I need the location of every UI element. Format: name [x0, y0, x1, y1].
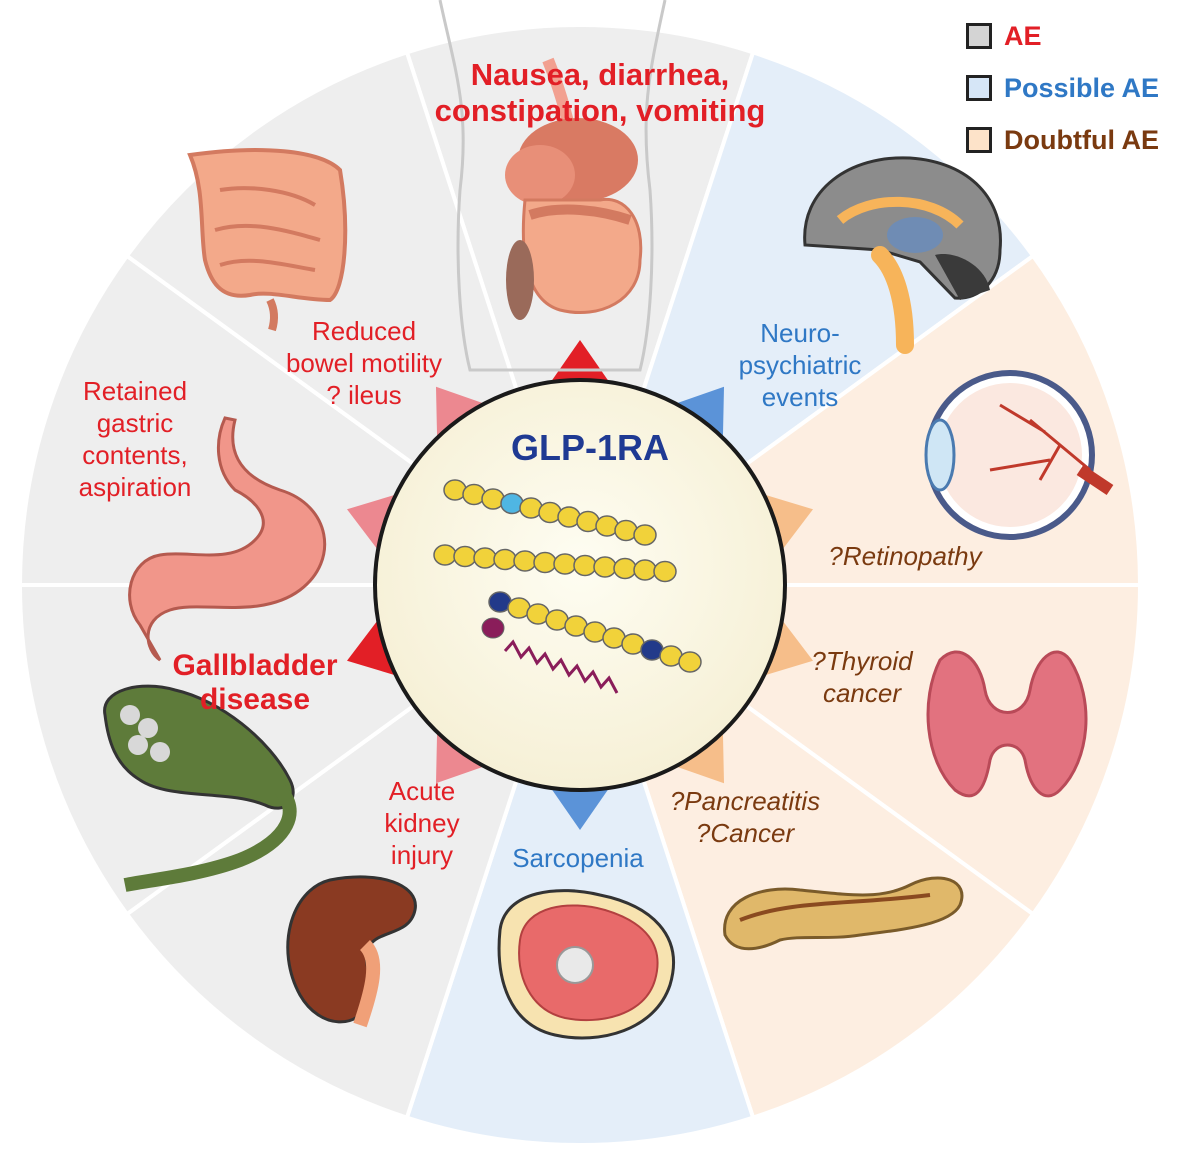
legend-item-possible-ae: Possible AE [966, 62, 1196, 114]
fatty-acid-chain [503, 639, 619, 694]
label-line: Acute [389, 776, 456, 806]
label-line: injury [391, 840, 453, 870]
label-sarcopenia: Sarcopenia [512, 843, 644, 873]
amino-acid-bead [513, 550, 537, 572]
legend-label: Doubtful AE [1004, 124, 1159, 155]
label-gi: Nausea, diarrhea,constipation, vomiting [435, 57, 766, 128]
label-line: Nausea, diarrhea, [471, 57, 729, 92]
center-title: GLP-1RA [511, 427, 669, 468]
label-line: events [762, 382, 839, 412]
label-line: Neuro- [760, 318, 839, 348]
amino-acid-bead [678, 651, 702, 673]
legend-swatch [966, 75, 992, 101]
label-line: kidney [384, 808, 459, 838]
lipid-anchor-bead [481, 617, 505, 639]
center-circle [373, 378, 787, 792]
amino-acid-bead [553, 553, 577, 575]
wedge-sarcopenia [404, 578, 756, 1147]
kidney-icon [286, 875, 417, 1028]
label-line: constipation, vomiting [435, 93, 766, 128]
stomach-icon [128, 416, 327, 662]
amino-acid-bead [493, 548, 517, 571]
amino-acid-bead [453, 545, 477, 568]
amino-acid-bead [573, 554, 597, 577]
label-line: contents, [82, 440, 188, 470]
amino-acid-bead [433, 544, 457, 566]
thyroid-icon [926, 650, 1088, 798]
eye-icon [924, 370, 1114, 540]
label-line: ?Cancer [696, 818, 796, 848]
brain-icon [803, 156, 1002, 354]
label-line: Gallbladder [172, 649, 337, 682]
amino-acid-bead [653, 560, 677, 583]
label-pancreas: ?Pancreatitis?Cancer [670, 786, 820, 848]
label-line: ?Retinopathy [828, 541, 983, 571]
amino-acid-bead [593, 556, 617, 578]
legend-item-doubtful-ae: Doubtful AE [966, 114, 1196, 166]
label-line: Sarcopenia [512, 843, 644, 873]
muscle-cross-section-icon [497, 889, 675, 1040]
legend: AE Possible AE Doubtful AE [966, 10, 1196, 166]
label-retinopathy: ?Retinopathy [828, 541, 983, 571]
legend-item-ae: AE [966, 10, 1196, 62]
label-line: gastric [97, 408, 174, 438]
label-line: cancer [823, 678, 902, 708]
label-line: bowel motility [286, 348, 442, 378]
digestive-system-icon [438, 0, 667, 372]
pancreas-icon [723, 876, 964, 951]
amino-acid-bead [633, 559, 657, 581]
amino-acid-bead [473, 547, 497, 569]
label-line: ?Thyroid [811, 646, 914, 676]
label-line: Retained [83, 376, 187, 406]
amino-acid-bead [613, 557, 637, 580]
label-line: aspiration [79, 472, 192, 502]
legend-label: Possible AE [1004, 72, 1160, 103]
intestines-icon [187, 148, 348, 332]
label-line: Reduced [312, 316, 416, 346]
gallbladder-icon [103, 684, 297, 892]
legend-swatch [966, 127, 992, 153]
amino-acid-bead [533, 551, 557, 574]
peptide-chain-icon [433, 479, 702, 694]
label-line: disease [200, 683, 310, 716]
label-line: ?Pancreatitis [670, 786, 820, 816]
amino-acid-bead [633, 524, 657, 546]
effect-labels: Nausea, diarrhea,constipation, vomitingN… [79, 57, 984, 873]
legend-label: AE [1004, 20, 1042, 51]
label-line: psychiatric [739, 350, 862, 380]
legend-swatch [966, 23, 992, 49]
label-line: ? ileus [326, 380, 401, 410]
